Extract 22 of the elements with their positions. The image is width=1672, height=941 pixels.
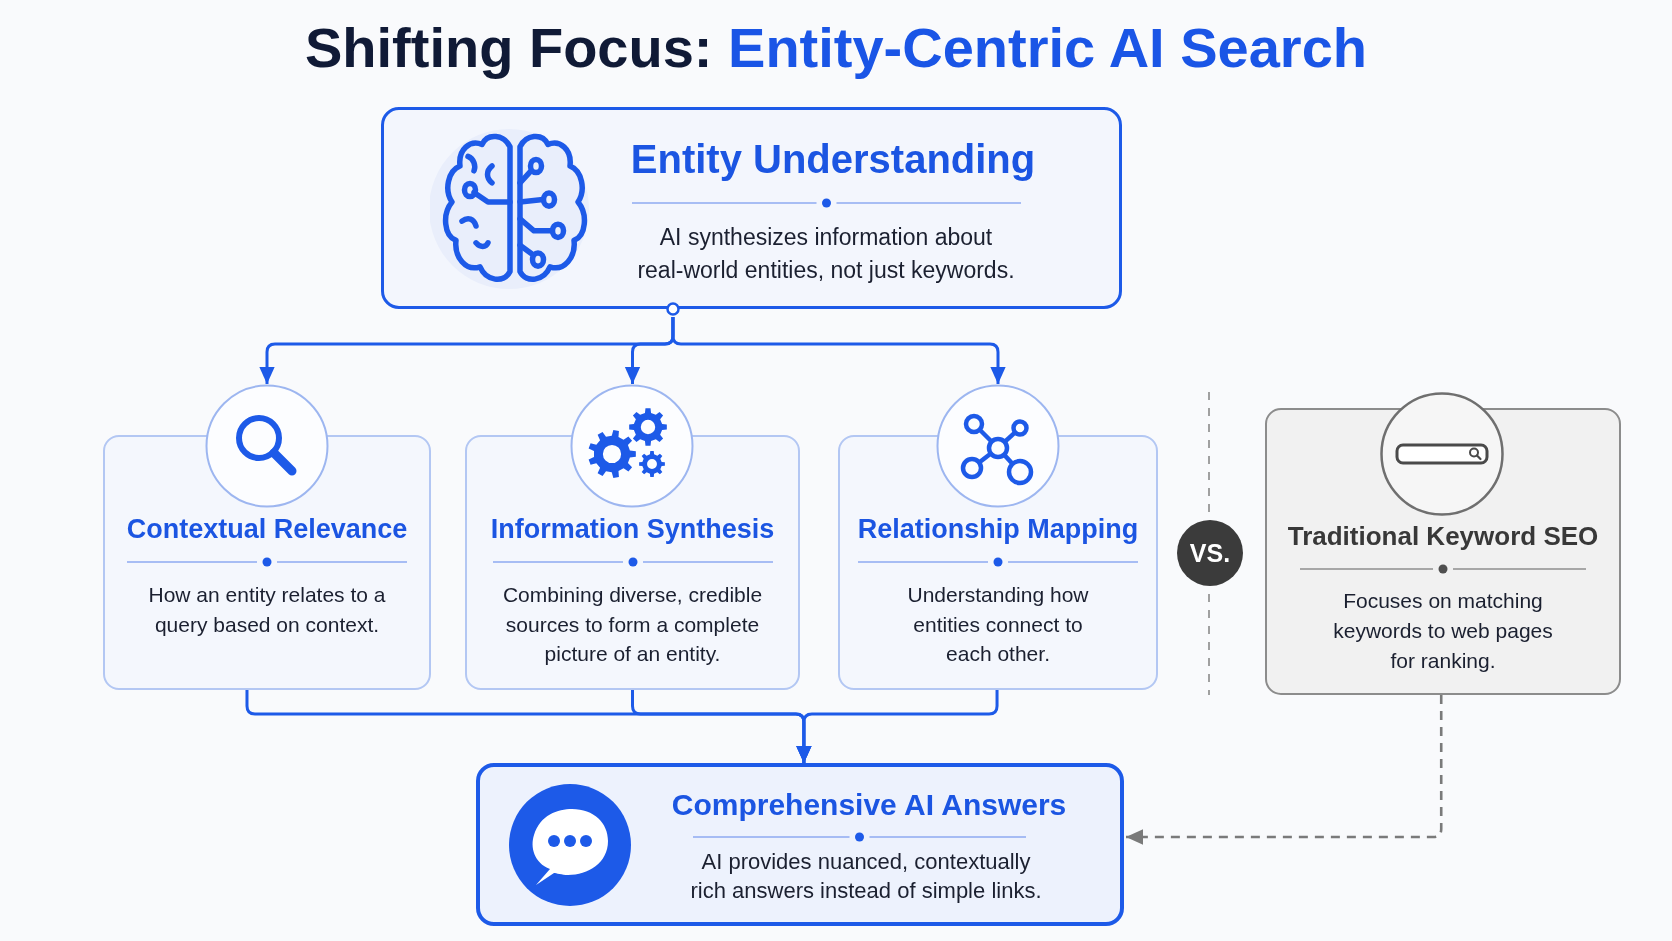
box-description: AI provides nuanced, contextually rich answers instead of simple links. [689, 848, 1043, 905]
feature-card [838, 384, 1158, 690]
box-heading: Entity Understanding [630, 136, 1036, 183]
box-heading: Comprehensive AI Answers [671, 787, 1067, 823]
concept-box [381, 107, 1122, 309]
dashed-arrow [1126, 695, 1443, 845]
feature-card [103, 384, 431, 690]
comparison-card [1265, 392, 1621, 695]
box-heading: Information Synthesis [490, 513, 775, 546]
arrow [671, 317, 1006, 384]
title: Shifting Focus: Entity-Centric AI Search [305, 15, 1367, 81]
feature-card [465, 384, 800, 690]
box-description: AI synthesizes information about real-world entities, not just keywords. [636, 223, 1016, 285]
box-heading: Relationship Mapping [857, 513, 1139, 546]
box-description: Understanding how entities connect to each other. [906, 582, 1090, 667]
box-description: Combining diverse, credible sources to form a complete picture of an entity. [501, 582, 764, 667]
vs-label: VS. [1189, 540, 1231, 566]
result-box [476, 763, 1124, 926]
box-description: How an entity relates to a query based on context. [147, 582, 387, 638]
box-description: Focuses on matching keywords to web pages for ranking. [1332, 588, 1554, 674]
box-heading: Contextual Relevance [126, 513, 408, 546]
box-heading: Traditional Keyword SEO [1287, 520, 1599, 553]
